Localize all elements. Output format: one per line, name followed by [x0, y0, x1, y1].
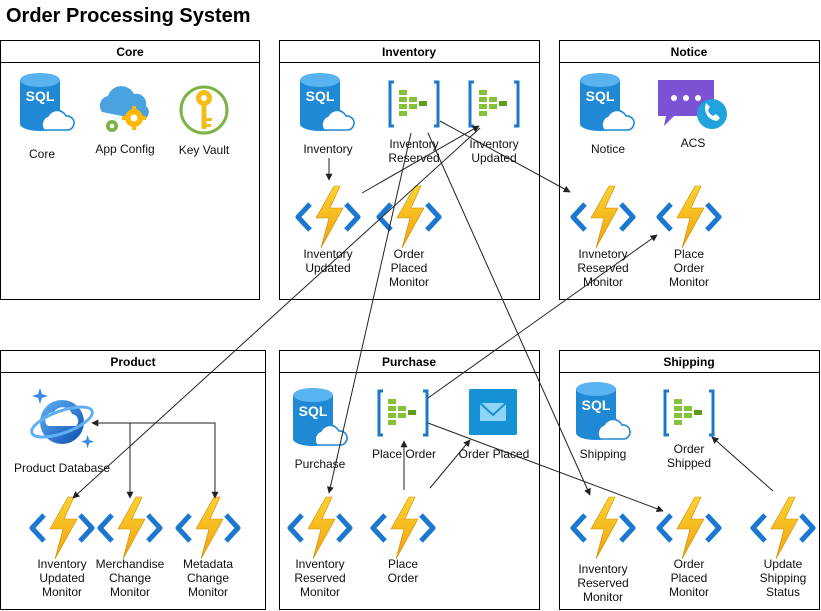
notice-sql-database-icon: SQL [579, 72, 635, 132]
inventory-sql-label: Inventory [303, 142, 352, 156]
purchase-group-title: Purchase [382, 355, 436, 369]
order-placed-email-label: Order Placed [459, 447, 530, 461]
connector-place-order-to-shipping-monitor [427, 422, 664, 513]
connector-inventory-updated-fn-to-queue [361, 125, 480, 194]
inventory-sql-database-icon: SQL [299, 72, 355, 132]
core-sql-label: Core [29, 147, 55, 161]
core-sql-database-icon: SQL [19, 72, 75, 132]
connectors [72, 120, 774, 513]
svg-text:SQL: SQL [306, 88, 335, 104]
product-group-title: Product [110, 355, 155, 369]
order-placed-email-icon [469, 389, 517, 435]
app-config-label: App Config [95, 142, 154, 156]
communication-services-icon [658, 80, 727, 129]
acs-label: ACS [681, 136, 706, 150]
connector-update-shipping-to-order-shipped [711, 436, 774, 492]
shipping-sql-label: Shipping [580, 447, 627, 461]
svg-text:SQL: SQL [582, 397, 611, 413]
product-db-label: Product Database [14, 461, 110, 475]
cosmos-db-icon [30, 388, 95, 449]
inventory-group: Inventory [279, 40, 540, 300]
notice-sql-label: Notice [591, 142, 625, 156]
shipping-group-title: Shipping [663, 355, 714, 369]
connector-place-order-to-notice-monitor [427, 234, 658, 399]
notice-group-title: Notice [671, 45, 708, 59]
key-vault-icon [179, 85, 229, 135]
shipping-sql-database-icon: SQL [575, 381, 631, 441]
place-order-queue-label: Place Order [372, 447, 436, 461]
connector-inventory-reserved-to-purchase-monitor [326, 132, 412, 494]
shipping-group: Shipping [559, 350, 820, 610]
svg-text:SQL: SQL [26, 88, 55, 104]
core-group-title: Core [116, 45, 144, 59]
connector-inventory-reserved-to-notice-monitor [439, 120, 571, 193]
connector-place-order-fn-to-order-placed [429, 439, 471, 489]
connector-inventory-reserved-to-shipping-monitor [427, 132, 591, 496]
purchase-sql-label: Purchase [295, 457, 346, 471]
svg-text:SQL: SQL [299, 403, 328, 419]
key-vault-label: Key Vault [179, 143, 230, 157]
connector-product-db-to-metadata-monitor [91, 419, 219, 499]
inventory-group-title: Inventory [382, 45, 436, 59]
app-configuration-icon [99, 86, 149, 132]
purchase-sql-database-icon: SQL [292, 387, 348, 447]
svg-text:SQL: SQL [586, 88, 615, 104]
diagram-title: Order Processing System [6, 5, 251, 27]
